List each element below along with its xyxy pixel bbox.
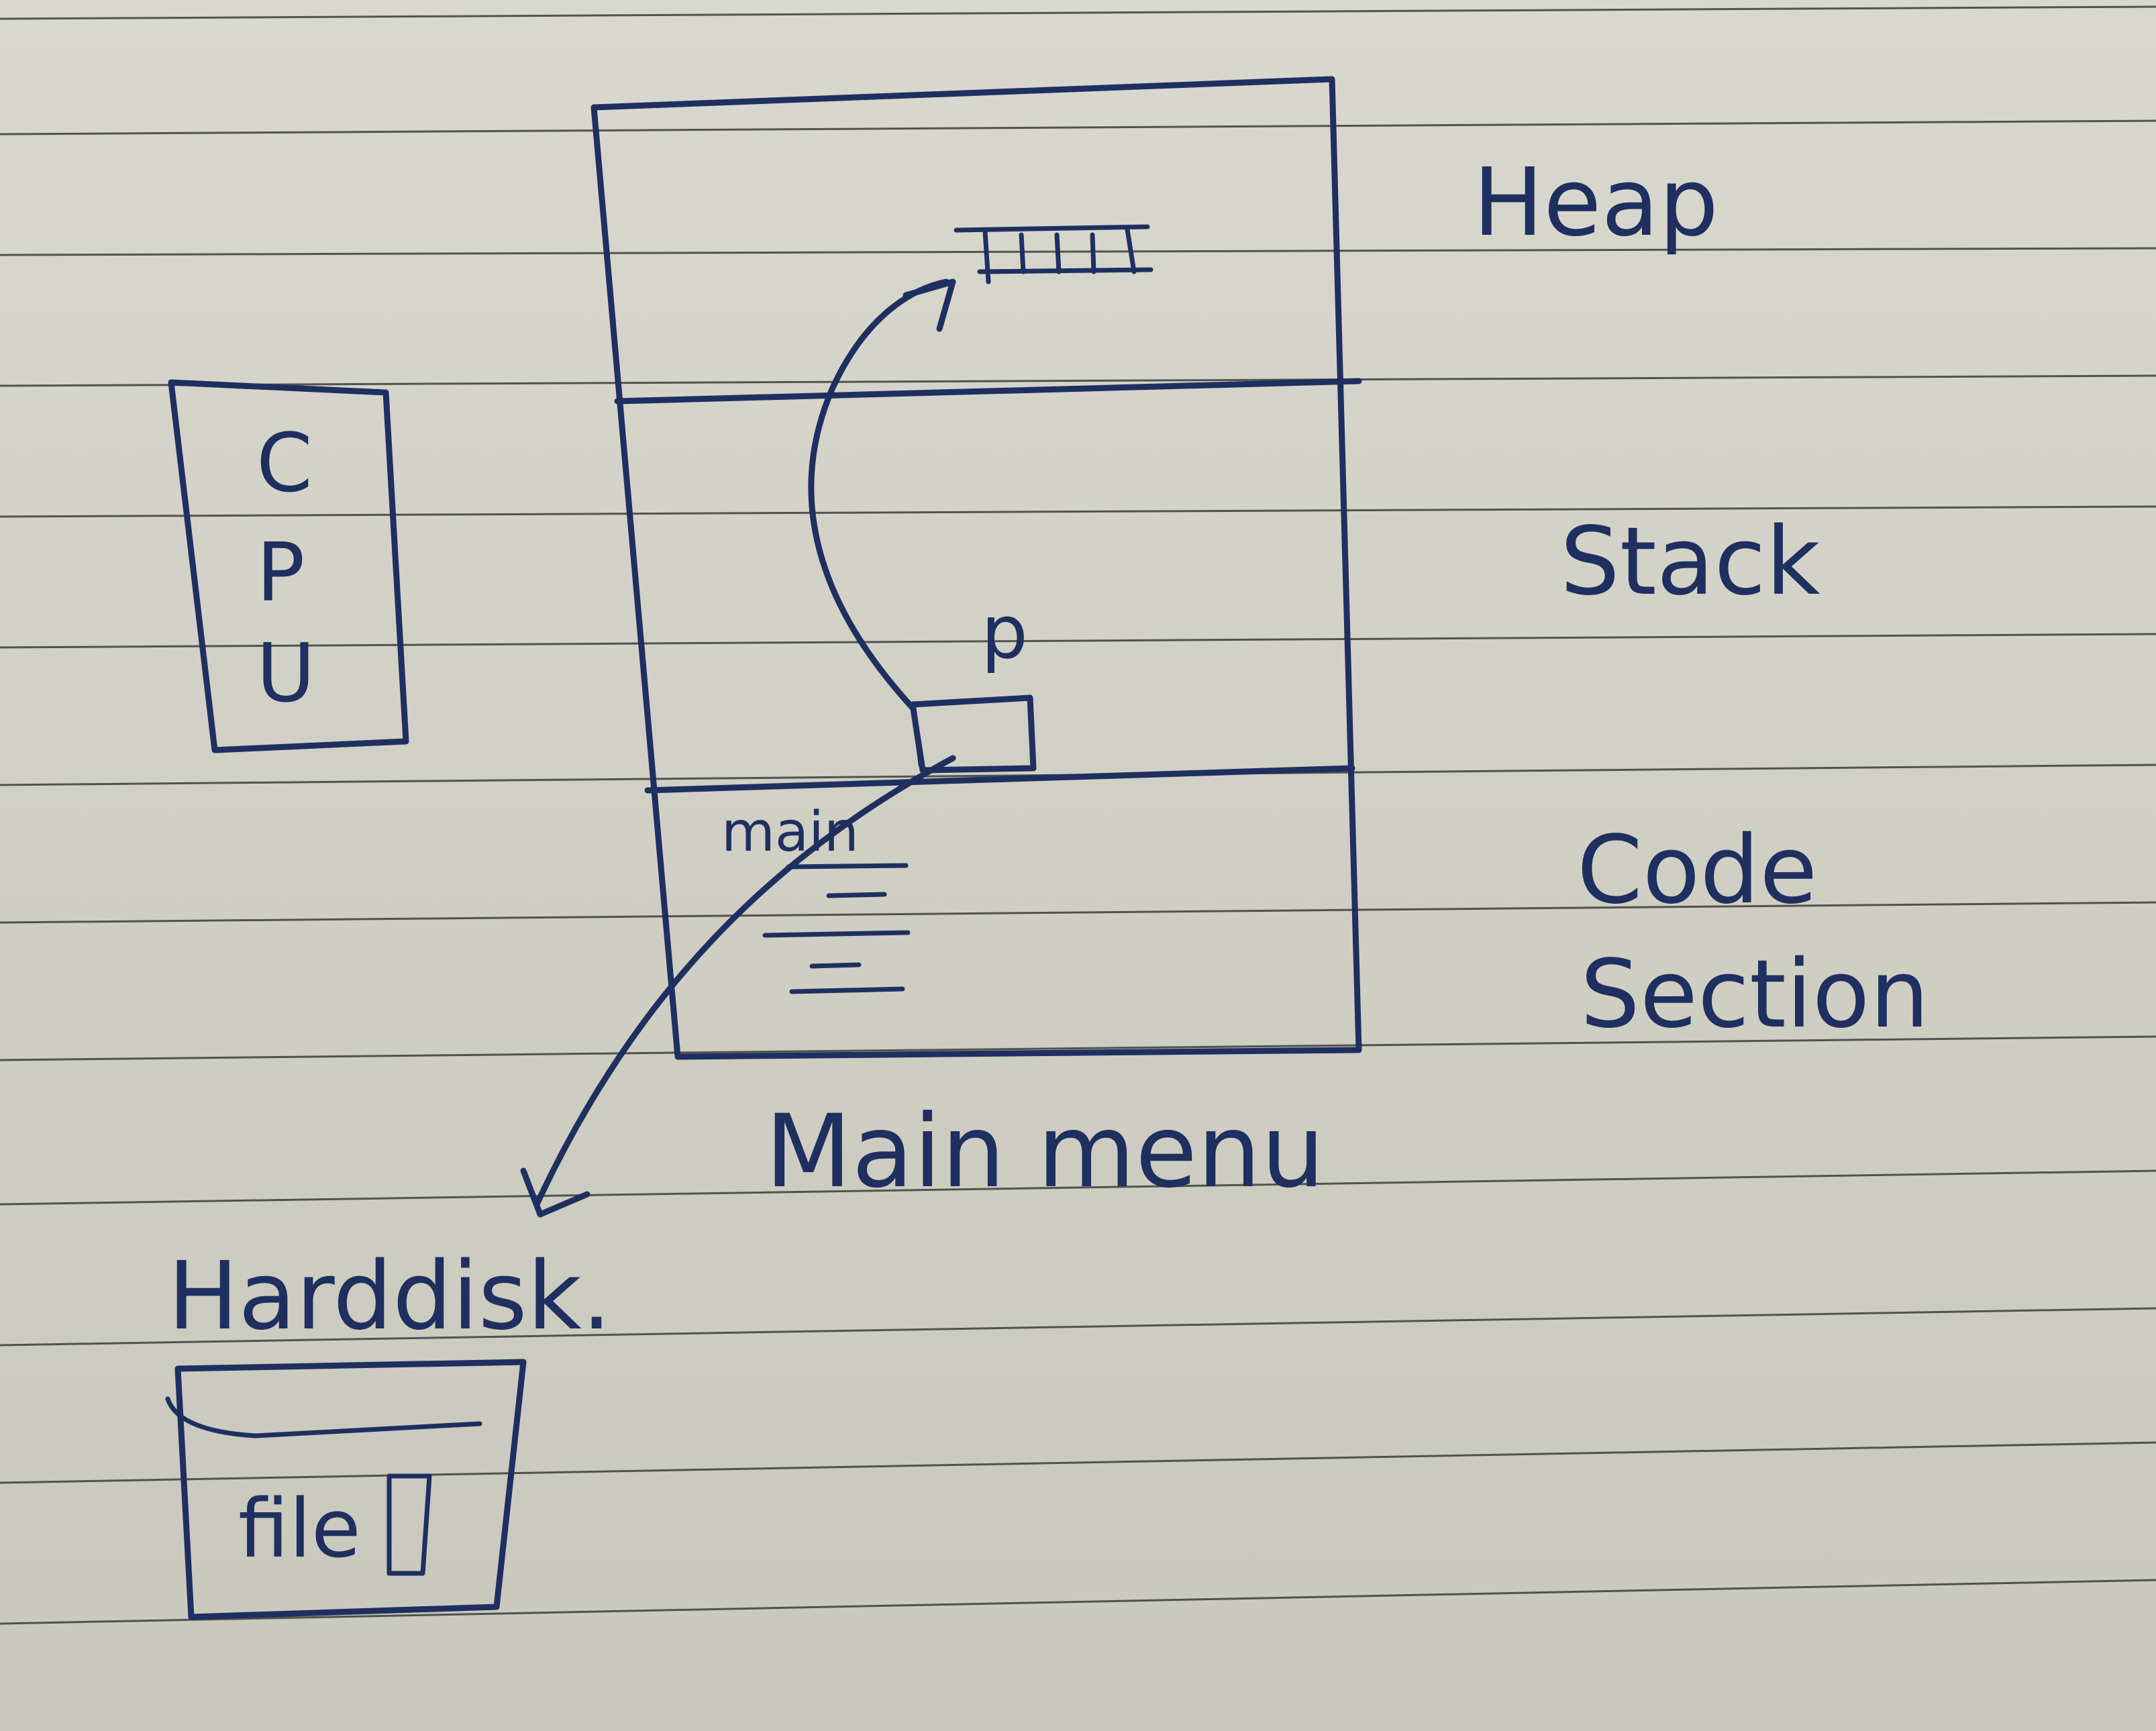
cpu-letter-u: U: [256, 627, 315, 721]
cpu-box: [168, 379, 409, 753]
pointer-to-heap-arrow: [808, 278, 956, 711]
main-function-label: main: [721, 800, 859, 864]
memory-caption: Main menu: [765, 1094, 1325, 1210]
code-section-label-line2: Section: [1580, 940, 1929, 1049]
cpu-letter-p: P: [256, 527, 305, 620]
stack-label: Stack: [1560, 507, 1820, 617]
cpu-letter-c: C: [256, 417, 313, 511]
harddisk-label: Harddisk.: [168, 1242, 611, 1351]
pointer-label: p: [981, 589, 1028, 675]
memory-block: [591, 76, 1362, 1060]
heap-stack-divider: [614, 378, 1362, 405]
heap-label: Heap: [1473, 148, 1718, 258]
heap-array: [954, 224, 1153, 284]
harddisk-box: [165, 1359, 527, 1620]
pointer-box: [909, 694, 1037, 774]
stack-code-divider: [644, 765, 1355, 794]
pointer-to-harddisk-arrow: [520, 755, 956, 1218]
code-section-label-line1: Code: [1577, 816, 1817, 925]
code-lines: [762, 863, 911, 994]
harddisk-file-label: file: [238, 1483, 361, 1576]
notebook-rules: [0, 5, 2156, 1625]
